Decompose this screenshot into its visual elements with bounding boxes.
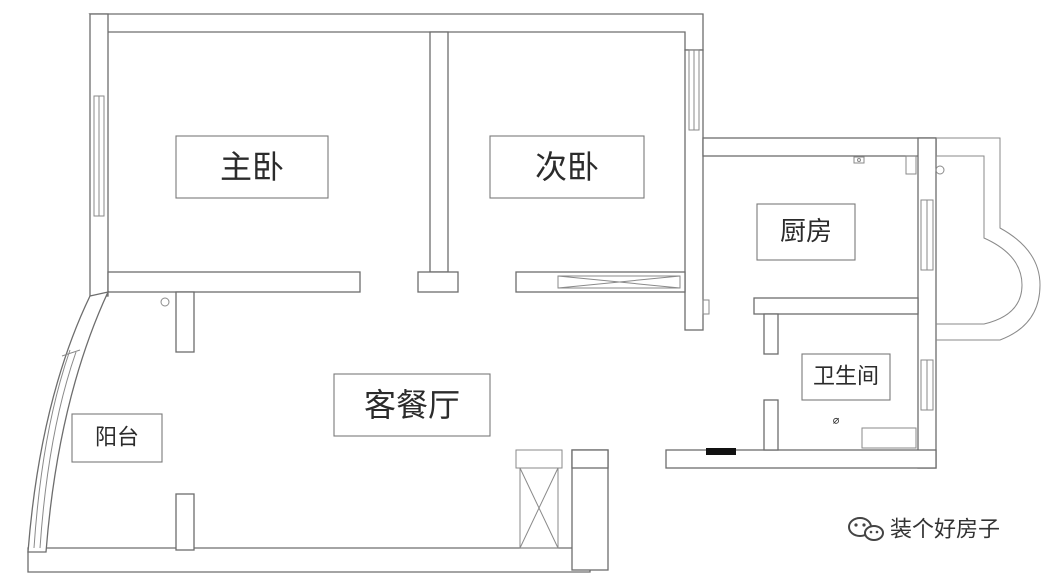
room-label-second-bedroom: 次卧 bbox=[489, 135, 645, 199]
room-label-bathroom: 卫生间 bbox=[801, 353, 891, 401]
interior-walls bbox=[107, 31, 919, 551]
wechat-icon bbox=[848, 517, 884, 541]
watermark: 装个好房子 bbox=[848, 517, 1000, 543]
outer-walls bbox=[27, 13, 937, 573]
balcony-curve bbox=[27, 291, 110, 553]
second-bedroom-label: 次卧 bbox=[535, 148, 599, 186]
room-label-kitchen: 厨房 bbox=[756, 203, 856, 261]
living-dining-label: 客餐厅 bbox=[364, 386, 460, 424]
room-label-living-dining: 客餐厅 bbox=[333, 373, 491, 437]
windows bbox=[93, 49, 934, 411]
room-label-master-bedroom: 主卧 bbox=[175, 135, 329, 199]
room-label-balcony: 阳台 bbox=[71, 413, 163, 463]
fixtures: ⌀ bbox=[160, 155, 917, 549]
watermark-text: 装个好房子 bbox=[890, 518, 1000, 543]
bathroom-label: 卫生间 bbox=[813, 365, 879, 390]
outdoor-platform bbox=[935, 137, 1041, 341]
svg-text:⌀: ⌀ bbox=[833, 414, 840, 427]
balcony-label: 阳台 bbox=[95, 426, 139, 451]
master-bedroom-label: 主卧 bbox=[220, 148, 284, 186]
kitchen-label: 厨房 bbox=[780, 217, 832, 247]
